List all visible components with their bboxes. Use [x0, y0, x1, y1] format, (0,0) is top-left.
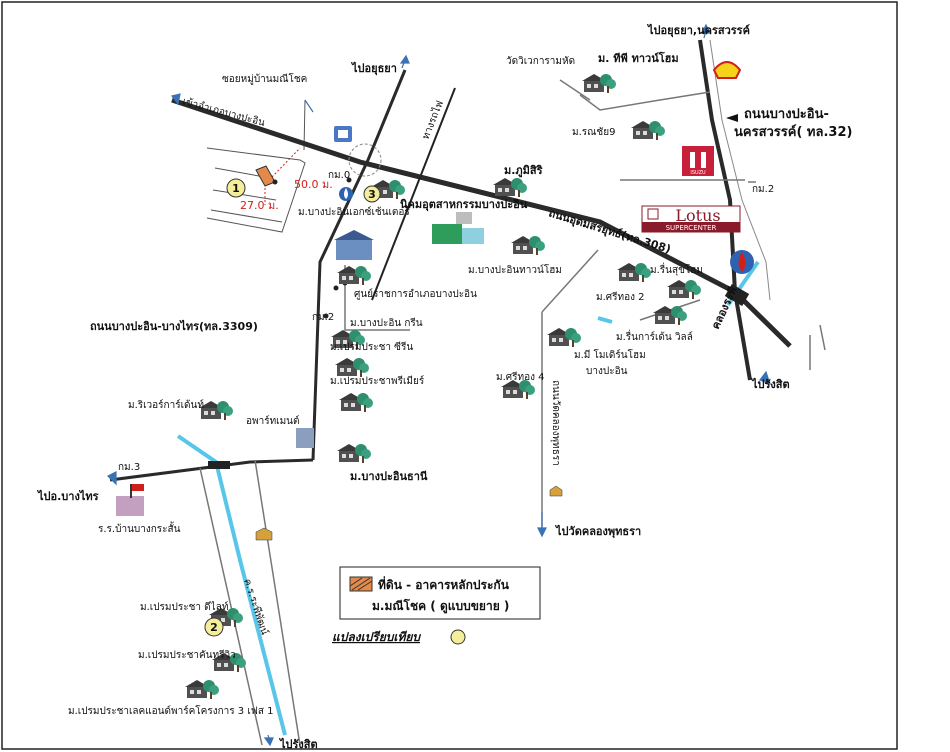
label-wat: วัดวิเวการามหัด [506, 56, 575, 67]
label-sritong2: ม.ศรีทอง 2 [596, 291, 645, 303]
label-phumisiri: ม.ภูมิสิริ [504, 164, 543, 178]
arrow-hwy32 [726, 114, 738, 122]
nikhom-icon [432, 212, 484, 244]
junction-hwy32 [724, 283, 750, 307]
legend: ที่ดิน - อาคารหลักประกัน ม.มณีโชค ( ดูแบ… [332, 566, 541, 645]
temple-icons [255, 485, 563, 541]
label-to-rangsit-right: ไปรังสิต [750, 377, 790, 391]
label-premier: ม.เปรมประชาพรีเมียร์ [330, 375, 425, 387]
road-udomsorayut [171, 97, 792, 348]
label-gov-center: ศูนย์ราชการอำเภอบางปะอิน [354, 288, 477, 300]
shell-logo [712, 61, 742, 79]
marker-3: 3 [363, 185, 381, 203]
label-to-ayutthaya: ไปอยุธยา [350, 61, 397, 76]
label-road-bangsai: ถนนบางปะอิน-บางไทร(ทล.3309) [90, 319, 258, 333]
label-tp-townhome: ม. ทีพี ทาวน์โฮม [598, 51, 679, 65]
ptt-icon-left [339, 187, 353, 201]
label-soi-village: ซอยหมู่บ้านมณีโชค [222, 72, 307, 85]
legend-line1: ที่ดิน - อาคารหลักประกัน [378, 576, 510, 592]
label-km2-main: กม.2 [312, 312, 334, 323]
label-run-garden: ม.รื่นการ์เด้น วิลล์ [616, 329, 693, 343]
label-bp-green: ม.บางปะอิน กรีน [350, 317, 423, 329]
label-to-wat-khlong: ไปวัดคลองพุทธรา [554, 524, 641, 539]
road-to-ayutthaya [311, 69, 407, 461]
label-sritong4: ม.ศรีทอง 4 [496, 371, 545, 383]
label-distance-27: 27.0 ม. [240, 199, 279, 212]
bank-icon [334, 126, 352, 142]
label-bp-townhome: ม.บางปะอินทาวน์โฮม [468, 263, 562, 276]
legend-line2: ม.มณีโชค ( ดูแบบขยาย ) [372, 598, 509, 614]
collateral-parcel [255, 165, 276, 187]
svg-text:1: 1 [232, 182, 240, 195]
junction-km3 [208, 461, 230, 469]
marker-1: 1 [226, 178, 246, 198]
legend-line3: แปลงเปรียบเทียบ [332, 630, 421, 644]
label-sirin: ม.เปรมประชา ซีรีน [330, 341, 413, 353]
label-park: ม.เปรมประชาเลคแอนด์พาร์คโครงการ 3 เฟส 1 [68, 704, 274, 717]
label-km0: กม.0 [328, 170, 350, 181]
svg-text:2: 2 [210, 621, 218, 634]
km0-circle [348, 143, 382, 177]
map-frame [1, 1, 898, 750]
label-road-wat-khlong: ถนนวัดคลองพุทธรา [550, 380, 561, 466]
lotus-title: Lotus [675, 206, 720, 225]
label-ron-chai: ม.รณชัย9 [572, 127, 615, 138]
label-kanthai: ม.เปรมประชาคันทรีวิว [138, 649, 236, 661]
label-river-garden: ม.ริเวอร์การ์เด้นท์ [128, 399, 204, 411]
government-building-icon [334, 230, 374, 260]
km-dots [272, 177, 352, 319]
label-km2-right: กม.2 [752, 184, 774, 195]
school-icon [116, 484, 144, 516]
side-roads [199, 79, 826, 746]
label-ruen-sukhom: ม.รื่นสุขโฮม [650, 262, 703, 276]
label-mi-modern-1: ม.มี โมเดิร์นโฮม [574, 348, 646, 361]
isuzu-label: ISUZU [690, 170, 706, 176]
isuzu-logo: ISUZU [682, 146, 714, 176]
label-km3: กม.3 [118, 462, 140, 473]
railway [371, 87, 456, 301]
label-bp-thani: ม.บางปะอินธานี [350, 470, 428, 483]
apartment-icon [296, 428, 314, 448]
legend-swatch-compare [450, 629, 466, 645]
label-to-amphoe: เข้าอำเภอบางปะอิน [181, 95, 266, 129]
label-khlong-ravi: คลองระพี [709, 285, 740, 331]
marker-2: 2 [204, 617, 224, 637]
direction-arrows [106, 23, 771, 747]
lotus-sub: SUPERCENTER [666, 224, 717, 232]
lotus-logo: Lotus SUPERCENTER [641, 205, 741, 233]
svg-text:3: 3 [368, 188, 376, 201]
label-to-ayutthaya-nakhonsawan: ไปอยุธยา,นครสวรรค์ [646, 23, 750, 38]
label-exchange: ม.บางปะอินเอกซ์เช้นเตอร์ [298, 206, 410, 218]
legend-box [339, 566, 541, 620]
label-to-bangsai: ไปอ.บางไทร [36, 489, 99, 503]
distance-lines [264, 147, 301, 205]
label-road-hwy32-2: นครสวรรค์( ทล.32) [734, 124, 852, 140]
ptt-icon-right [730, 250, 754, 274]
label-delight: ม.เปรมประชา ดีไลท์ [140, 601, 228, 613]
label-to-rangsit-bottom: ไปรังสิต [278, 737, 318, 751]
label-school: ร.ร.บ้านบางกระสั้น [98, 521, 181, 535]
label-nikhom: นิคมอุตสาหกรรมบางปะอิน [400, 198, 528, 212]
label-distance-50: 50.0 ม. [294, 178, 333, 191]
label-road-hwy32-1: ถนนบางปะอิน- [744, 107, 829, 122]
label-apartment: อพาร์ทเมนต์ [246, 415, 300, 427]
road-bangpain-bangsai [109, 458, 314, 482]
label-mi-modern-2: บางปะอิน [586, 366, 628, 377]
road-hwy32 [698, 39, 752, 381]
